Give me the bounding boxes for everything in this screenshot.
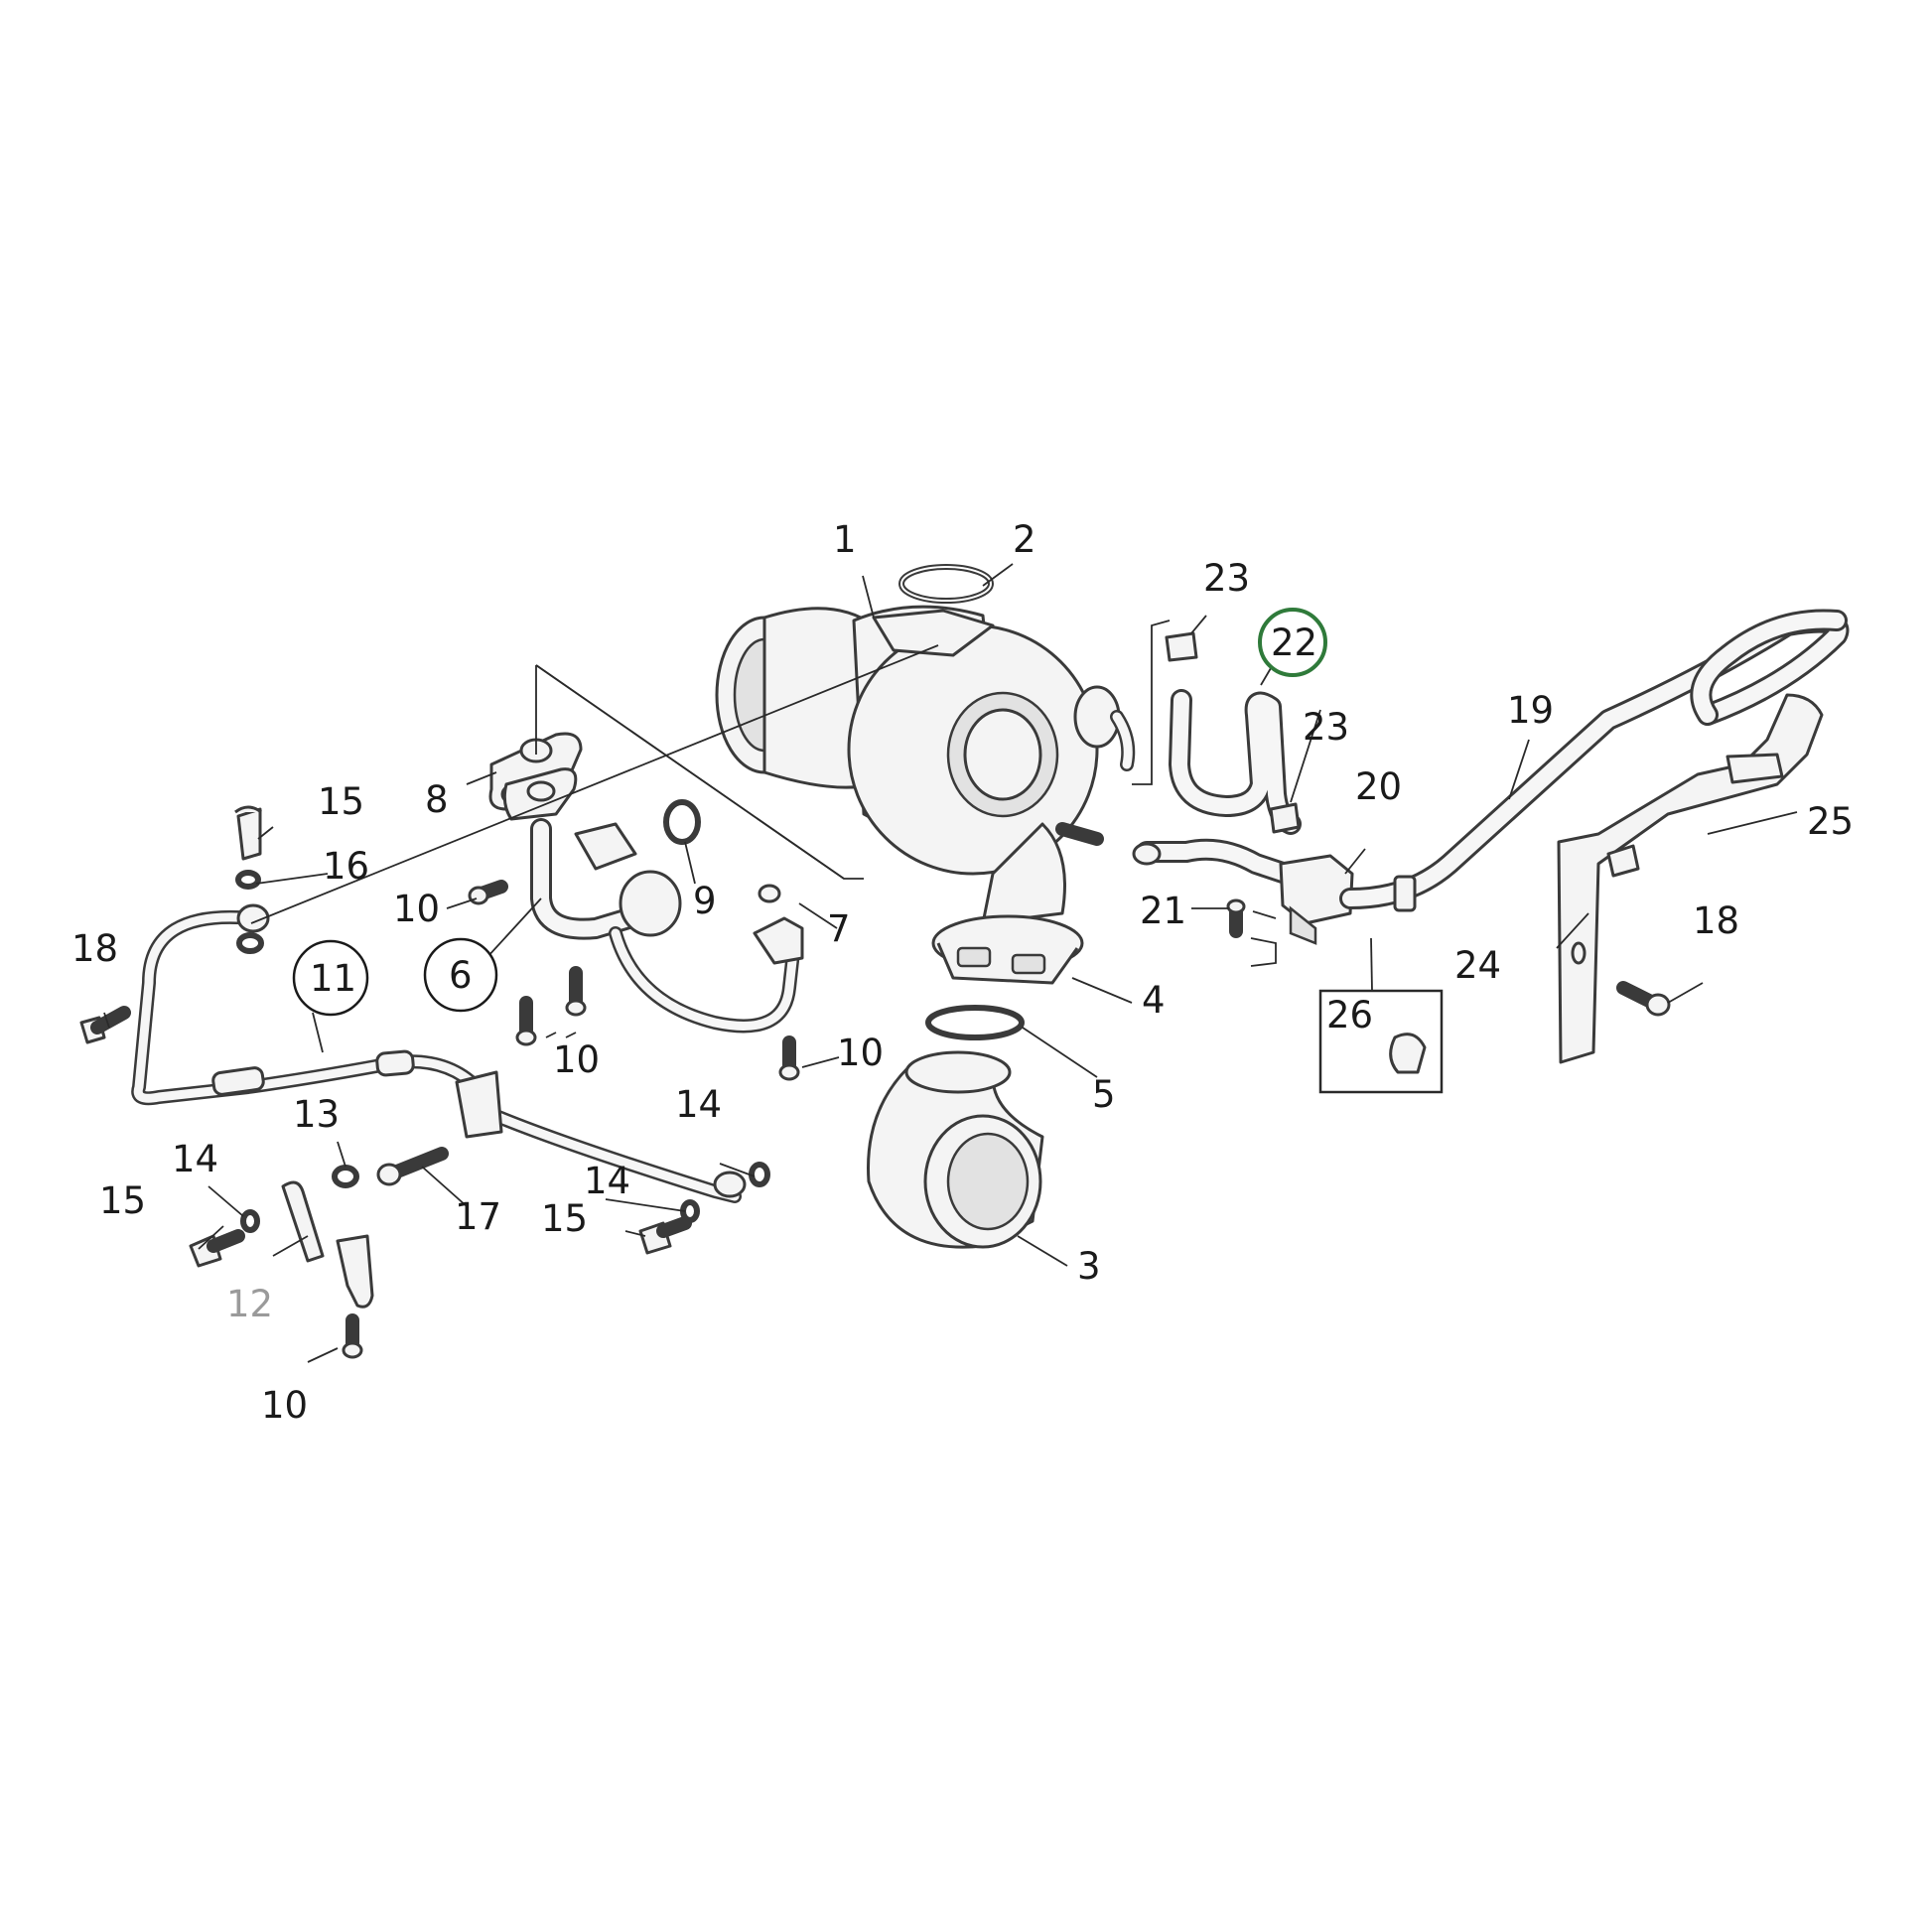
clip-23-upper[interactable] <box>1165 631 1198 662</box>
callout-9: 9 <box>693 880 717 922</box>
callout-labels: 1 2 3 4 5 6 7 8 9 10 10 10 10 11 12 13 1… <box>71 518 1854 1427</box>
bolt-10-set[interactable] <box>342 880 800 1359</box>
bolt-21[interactable] <box>1226 898 1246 938</box>
callout-11: 11 <box>310 957 356 1000</box>
callout-24: 24 <box>1454 944 1501 987</box>
exhaust-elbow-3[interactable] <box>867 1050 1044 1249</box>
callout-16: 16 <box>323 845 369 888</box>
callout-14-c: 14 <box>675 1083 722 1126</box>
leader-lines <box>103 563 1798 1363</box>
banjo-bolt-15-top[interactable] <box>234 805 262 861</box>
callout-25: 25 <box>1807 800 1854 843</box>
callout-10-a: 10 <box>393 888 440 930</box>
callout-17: 17 <box>455 1195 501 1238</box>
callout-20: 20 <box>1355 765 1402 808</box>
callout-26: 26 <box>1326 994 1373 1036</box>
oil-return-pipe-6[interactable] <box>530 818 801 1034</box>
callout-circle-11 <box>292 939 369 1017</box>
callout-7: 7 <box>827 907 851 950</box>
turbocharger-assembly[interactable] <box>715 605 1136 925</box>
callout-18-b: 18 <box>1693 899 1739 942</box>
callout-22: 22 <box>1271 621 1317 664</box>
bolt-18-right[interactable] <box>1616 981 1671 1017</box>
callout-4: 4 <box>1142 979 1166 1022</box>
gasket-ring-5[interactable] <box>925 1005 1025 1040</box>
washers-14[interactable] <box>240 1162 770 1233</box>
callout-10-c: 10 <box>837 1032 884 1074</box>
bracket-25[interactable] <box>1606 753 1784 878</box>
callout-1: 1 <box>833 518 857 561</box>
callout-23-b: 23 <box>1303 706 1349 749</box>
clamp-12[interactable] <box>281 1180 374 1309</box>
callout-2: 2 <box>1013 518 1036 561</box>
callout-14-b: 14 <box>584 1160 630 1202</box>
solenoid-valve-20[interactable] <box>1279 854 1354 945</box>
callout-15-b: 15 <box>99 1179 146 1222</box>
bracket-24[interactable] <box>1557 693 1824 1064</box>
clip-26-inset[interactable] <box>1318 937 1444 1094</box>
gasket-ring-2[interactable] <box>898 564 994 604</box>
callout-19: 19 <box>1507 689 1554 732</box>
callout-5: 5 <box>1092 1073 1116 1116</box>
callout-circle-22-highlight <box>1258 608 1327 677</box>
hose-22[interactable] <box>1169 689 1302 835</box>
washer-16[interactable] <box>235 870 264 954</box>
callout-circle-6 <box>423 937 498 1013</box>
callout-15-a: 15 <box>318 780 364 823</box>
gasket-8-lower[interactable] <box>502 767 578 821</box>
callout-10-d: 10 <box>261 1384 308 1427</box>
callout-14-a: 14 <box>172 1138 218 1180</box>
pipe-19[interactable] <box>1339 609 1850 912</box>
callout-18-a: 18 <box>71 927 118 970</box>
callout-8: 8 <box>425 778 449 821</box>
callout-6: 6 <box>449 954 473 997</box>
bolt-18-left[interactable] <box>79 1006 131 1044</box>
callout-15-c: 15 <box>541 1197 588 1240</box>
callout-3: 3 <box>1077 1245 1101 1288</box>
hose-to-valve[interactable] <box>1132 838 1297 885</box>
bolt-17[interactable] <box>376 1147 449 1186</box>
callout-23-a: 23 <box>1203 557 1250 600</box>
seal-ring-9[interactable] <box>663 799 701 845</box>
banjo-bolt-15-lower[interactable] <box>189 1216 692 1268</box>
oil-feed-pipe-11[interactable] <box>131 903 747 1203</box>
callout-10-b: 10 <box>553 1038 600 1081</box>
washer-13[interactable] <box>332 1165 359 1188</box>
callout-13: 13 <box>293 1093 340 1136</box>
gasket-7[interactable] <box>753 884 804 965</box>
clip-23-lower[interactable] <box>1269 802 1301 834</box>
outlet-flange-4[interactable] <box>931 914 1084 985</box>
callout-12: 12 <box>226 1283 273 1325</box>
callout-21: 21 <box>1140 890 1186 932</box>
